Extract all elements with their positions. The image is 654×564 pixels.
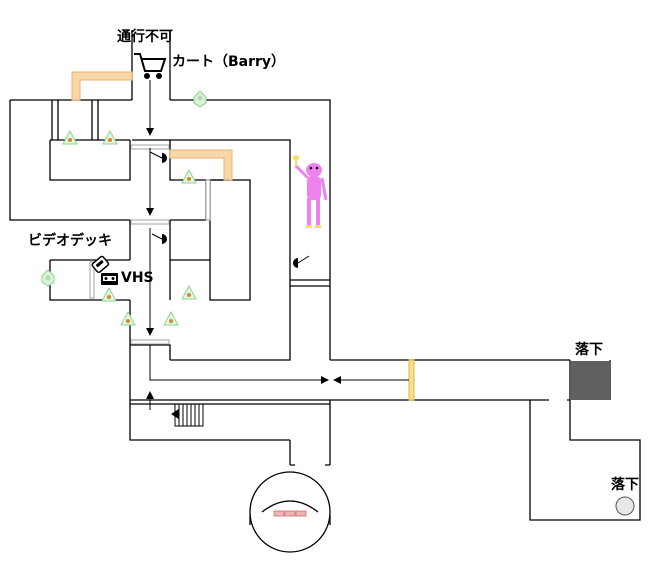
drop-pit-icon [571,361,610,400]
triangle-sensor-icon [181,168,197,184]
triangle-sensor-icon [102,129,118,145]
hex-marker-icon [41,269,55,287]
round-hole-icon [615,496,635,516]
stairs-icon [171,403,204,427]
walls [9,30,641,553]
triangle-sensor-icon [101,286,117,302]
hex-marker-icon [193,90,207,108]
triangle-sensor-icon [181,284,197,300]
video-deck-icon [91,255,110,274]
security-camera-icon [151,233,167,244]
orange-barriers [71,71,233,181]
triangle-sensor-icon [120,310,136,326]
drop-label-pit: 落下 [575,342,603,358]
video-deck-label: ビデオデッキ [28,233,112,249]
triangle-sensor-icon [62,129,78,145]
route-arrows [146,80,409,410]
pink-pads [273,510,307,517]
security-camera-icon [293,255,310,268]
yellow-door[interactable] [408,359,415,401]
vhs-label: VHS [121,270,154,286]
cart-icon [134,53,167,79]
pink-monster-icon [293,155,328,228]
door-openings [89,144,567,471]
drop-label-hole: 落下 [611,477,639,493]
no-passage-label: 通行不可 [117,29,173,45]
triangle-sensor-icon [163,310,179,326]
triangle-sensors [62,129,197,326]
vhs-tape-icon [101,273,118,285]
cart-label: カート（Barry） [172,54,286,70]
security-camera-icon [149,151,167,163]
